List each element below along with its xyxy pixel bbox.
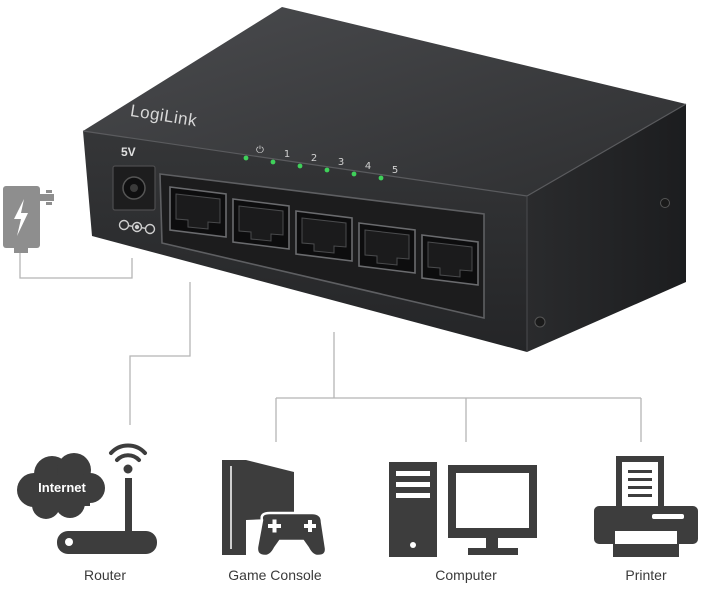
switch-top-panel [83,7,686,196]
connector-lines [19,252,642,442]
game-console-icon [222,460,328,558]
network-switch: ⏻ 1 2 3 4 5 [82,7,687,352]
printer-label: Printer [625,567,667,583]
status-leds: ⏻ 1 2 3 4 5 [243,145,398,181]
switch-side-panel [527,104,686,352]
internet-cloud-icon [17,453,105,519]
ethernet-port-4 [358,222,416,274]
game-console-label: Game Console [228,567,322,583]
status-led-3 [324,167,330,173]
led-label-0: ⏻ [256,145,264,156]
power-adapter-icon [3,186,54,253]
ethernet-port-1 [169,186,227,238]
led-label-4: 4 [365,161,371,172]
gamepad-icon [255,511,328,558]
power-label: 5V [121,145,136,159]
screw [660,198,670,208]
ethernet-port-3 [295,210,353,262]
status-led-5 [378,175,384,181]
status-led-2 [297,163,303,169]
status-led-0 [243,155,249,161]
internet-label: Internet [38,480,86,495]
led-label-5: 5 [392,165,398,176]
led-label-1: 1 [284,149,290,160]
computer-label: Computer [435,567,497,583]
printer-icon [594,456,698,557]
polarity-icon [118,219,156,235]
led-label-3: 3 [338,157,344,168]
screw [534,316,546,328]
router-cable-line [129,282,191,425]
status-led-1 [270,159,276,165]
lightning-bolt-icon [14,199,28,236]
status-led-4 [351,171,357,177]
led-label-2: 2 [311,153,317,164]
computer-icon [389,462,537,557]
ethernet-port-5 [421,234,479,286]
ethernet-ports [169,186,479,286]
router-icon [57,443,157,554]
power-cable-line [19,252,133,279]
ethernet-port-2 [232,198,290,250]
wifi-waves-icon [109,443,147,462]
router-label: Router [83,567,127,583]
